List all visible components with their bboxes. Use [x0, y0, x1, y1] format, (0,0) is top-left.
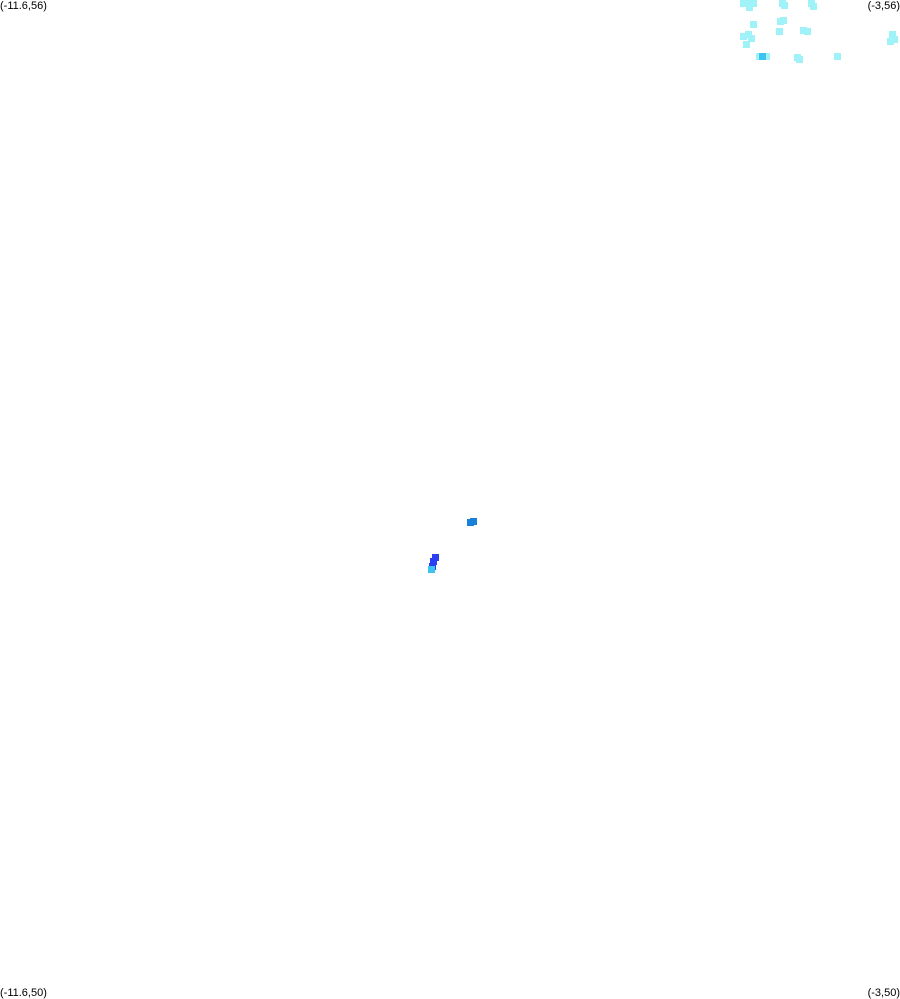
density-cell-24 [759, 53, 766, 60]
density-cell-8 [810, 3, 817, 10]
density-cell-13 [804, 28, 811, 35]
density-cell-14 [776, 28, 783, 35]
density-cell-12 [800, 27, 807, 34]
density-cell-11 [750, 21, 757, 28]
density-cell-26 [796, 56, 803, 63]
density-cell-29 [467, 519, 474, 526]
density-cell-6 [781, 2, 788, 9]
density-cell-10 [780, 17, 787, 24]
density-cell-23 [763, 53, 770, 60]
corner-label-top-left: (-11.6,56) [0, 0, 47, 12]
density-cell-30 [432, 554, 439, 561]
corner-label-top-right: (-3,56) [867, 0, 900, 12]
density-cell-17 [748, 35, 755, 42]
density-cells [428, 0, 898, 573]
density-cell-19 [889, 31, 896, 38]
corner-label-bottom-right: (-3,50) [867, 987, 900, 999]
density-cell-31 [430, 558, 437, 565]
density-cell-21 [887, 38, 894, 45]
corner-label-bottom-left: (-11.6,50) [0, 987, 47, 999]
density-cell-33 [428, 566, 435, 573]
density-cell-4 [746, 4, 753, 11]
density-cell-20 [891, 36, 898, 43]
density-cell-3 [750, 0, 757, 7]
density-cell-1 [740, 0, 747, 7]
density-cell-18 [743, 41, 750, 48]
density-cell-16 [740, 33, 747, 40]
density-cell-15 [745, 31, 752, 38]
density-cell-2 [746, 0, 753, 7]
density-cell-27 [834, 53, 841, 60]
